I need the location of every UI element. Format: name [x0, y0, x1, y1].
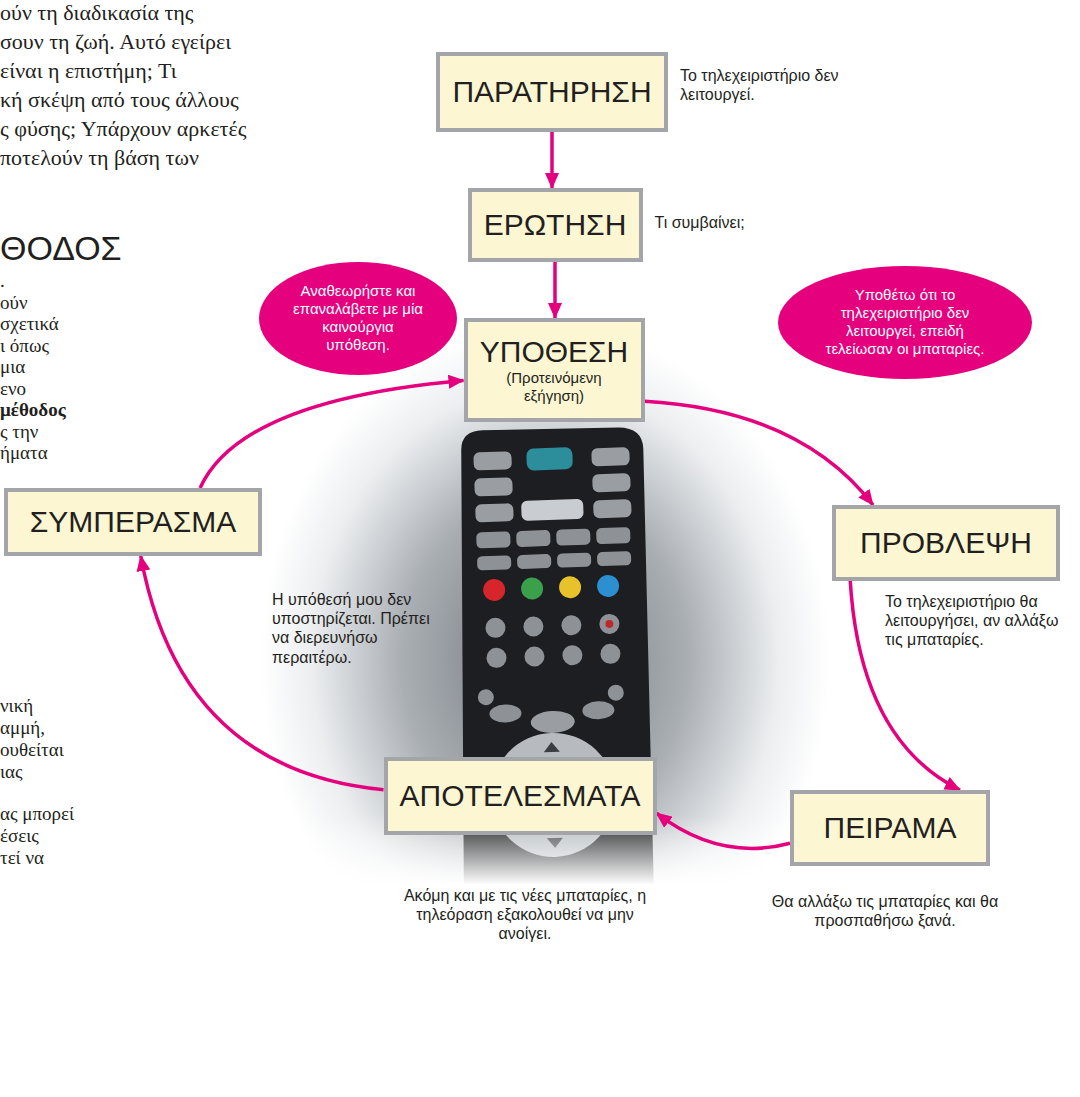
step-box: ΥΠΟΘΕΣΗ(Προτεινόμενη εξήγηση)	[464, 318, 645, 422]
body-text: μια	[0, 356, 25, 379]
callout-text: Αναθεωρήστε και επαναλάβετε με μία καινο…	[293, 282, 423, 354]
flow-arrow	[553, 262, 557, 318]
step-title: ΠΑΡΑΤΗΡΗΣΗ	[452, 75, 651, 110]
body-text: αμμή,	[0, 717, 45, 740]
callout-text: Υποθέτω ότι το τηλεχειριστήριο δεν λειτο…	[820, 286, 990, 358]
remote-button	[530, 710, 575, 734]
step-subtitle: (Προτεινόμενη εξήγηση)	[489, 369, 619, 405]
body-text: .	[0, 270, 5, 293]
body-text: ας μπορεί	[0, 803, 74, 826]
body-text: ς την	[0, 421, 38, 444]
flow-arrow	[200, 380, 463, 488]
remote-button	[485, 618, 506, 639]
step-box: ΠΡΟΒΛΕΨΗ	[832, 505, 1060, 581]
remote-button	[524, 646, 545, 667]
ellipse-shape	[259, 262, 457, 375]
body-text: ουθείται	[0, 739, 64, 762]
remote-button	[477, 555, 511, 570]
step-note: Τι συμβαίνει;	[655, 213, 745, 232]
remote-button	[489, 704, 522, 723]
step-title: ΑΠΟΤΕΛΕΣΜΑΤΑ	[400, 779, 641, 814]
remote-button	[596, 527, 631, 544]
body-text: ήματα	[0, 442, 48, 465]
remote-button	[562, 645, 583, 666]
body-text: σουν τη ζωή. Αυτό εγείρει	[0, 29, 231, 55]
step-box: ΣΥΜΠΕΡΑΣΜΑ	[4, 488, 262, 556]
remote-button	[556, 528, 591, 545]
remote-button	[474, 477, 513, 496]
remote-button	[517, 554, 551, 569]
flow-arrow	[550, 132, 554, 188]
remote-button	[593, 499, 632, 518]
yellow-button	[559, 576, 582, 599]
body-text: ιας	[0, 761, 23, 784]
remote-button	[608, 684, 625, 701]
remote-button	[521, 499, 584, 521]
section-heading: ΘΟΔΟΣ	[0, 228, 122, 269]
remote-button	[561, 615, 582, 636]
step-box: ΠΕΙΡΑΜΑ	[790, 790, 990, 866]
remote-button	[582, 701, 615, 720]
step-box: ΠΑΡΑΤΗΡΗΣΗ	[436, 52, 668, 132]
step-title: ΠΕΙΡΑΜΑ	[824, 811, 957, 846]
flow-arrow	[657, 813, 791, 848]
body-text: ι όπως	[0, 335, 49, 358]
record-dot	[605, 620, 613, 628]
remote-button	[523, 616, 544, 637]
body-text: κή σκέψη από τους άλλους	[0, 87, 239, 113]
remote-button	[478, 689, 495, 706]
step-note: Θα αλλάξω τις μπαταρίες και θα προσπαθήσ…	[760, 892, 1010, 930]
step-note: Το τηλεχειριστήριο δεν λειτουργεί.	[680, 66, 850, 104]
remote-button	[475, 503, 514, 522]
body-text: ούν	[0, 292, 28, 315]
step-title: ΥΠΟΘΕΣΗ	[480, 335, 629, 370]
step-note: Το τηλεχειριστήριο θα λειτουργήσει, αν α…	[885, 592, 1070, 650]
key-term: μέθοδος	[0, 399, 66, 422]
callout-ellipse: Υποθέτω ότι το τηλεχειριστήριο δεν λειτο…	[778, 266, 1032, 379]
remote-button	[597, 551, 631, 566]
body-text: τεί να	[0, 847, 44, 870]
nav-arrow	[543, 742, 559, 753]
red-button	[483, 579, 506, 602]
step-title: ΕΡΩΤΗΣΗ	[484, 208, 627, 243]
body-text: ενο	[0, 378, 26, 401]
callout-ellipse: Αναθεωρήστε και επαναλάβετε με μία καινο…	[259, 262, 457, 375]
remote-button	[591, 447, 630, 466]
remote-button	[516, 530, 551, 547]
step-note: Η υπόθεσή μου δεν υποστηρίζεται. Πρέπει …	[272, 590, 432, 667]
body-text: έσεις	[0, 825, 39, 848]
step-title: ΣΥΜΠΕΡΑΣΜΑ	[30, 505, 237, 540]
remote-button	[476, 531, 511, 548]
step-box: ΕΡΩΤΗΣΗ	[468, 188, 643, 262]
ellipse-shape	[778, 266, 1032, 379]
flow-arrow	[645, 401, 874, 505]
green-button	[521, 577, 544, 600]
remote-button	[486, 647, 507, 668]
remote-button	[592, 473, 631, 492]
body-text: ς φύσης; Υπάρχουν αρκετές	[0, 116, 246, 142]
body-text: ούν τη διαδικασία της	[0, 0, 194, 26]
body-text: σχετικά	[0, 313, 59, 336]
step-box: ΑΠΟΤΕΛΕΣΜΑΤΑ	[384, 757, 657, 835]
remote-button	[600, 644, 621, 665]
power-button	[526, 447, 573, 471]
body-text: ποτελούν τη βάση των	[0, 145, 199, 171]
remote-button	[557, 552, 591, 567]
step-note: Ακόμη και με τις νέες μπαταρίες, η τηλεό…	[395, 886, 655, 944]
body-text: είναι η επιστήμη; Τι	[0, 58, 177, 84]
blue-button	[597, 575, 620, 598]
step-title: ΠΡΟΒΛΕΨΗ	[860, 526, 1032, 561]
remote-button	[599, 614, 620, 635]
body-text: νική	[0, 695, 33, 718]
remote-button	[473, 451, 512, 470]
